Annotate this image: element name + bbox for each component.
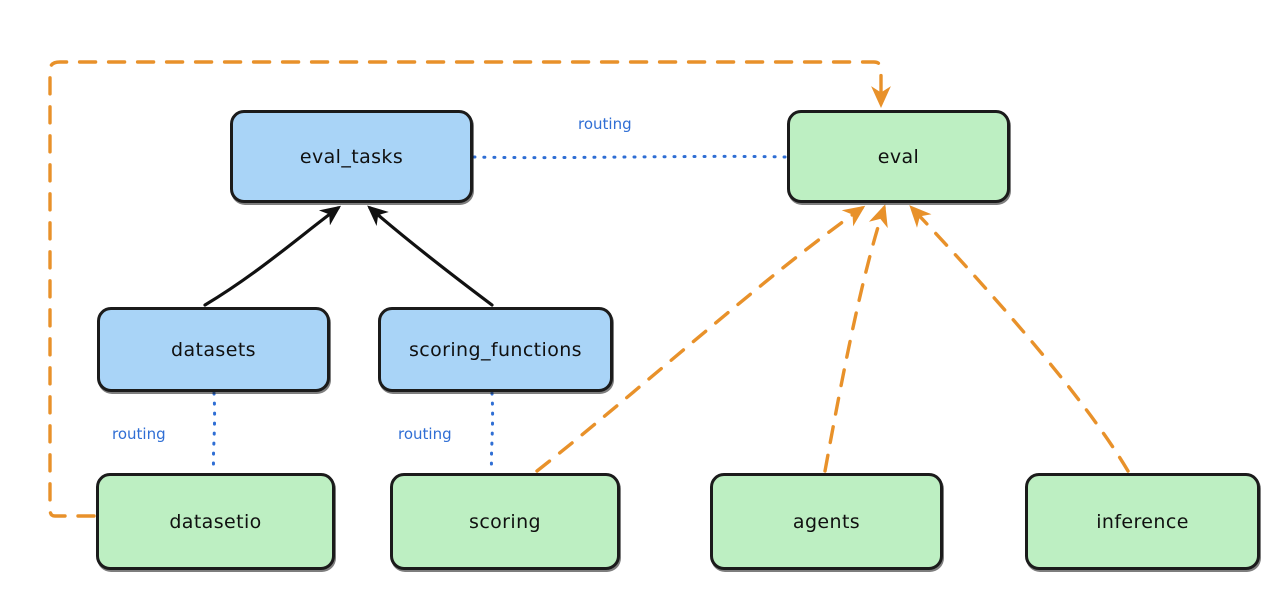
node-eval[interactable]: eval [787, 110, 1010, 203]
edge-datasetio-to-eval [48, 60, 891, 518]
node-inference[interactable]: inference [1025, 473, 1260, 570]
node-label-datasetio: datasetio [169, 510, 262, 533]
edge-label-routing-datasetio: routing [112, 425, 166, 443]
edge-agents-to-eval [823, 204, 888, 473]
edge-label-routing-scoring: routing [398, 425, 452, 443]
node-label-agents: agents [792, 510, 861, 533]
node-label-inference: inference [1096, 510, 1189, 533]
node-datasets[interactable]: datasets [97, 307, 330, 392]
edge-scoring-functions-to-eval-tasks [367, 205, 494, 307]
node-scoring-functions[interactable]: scoring_functions [378, 307, 613, 392]
edge-scoring-functions-to-scoring [489, 391, 495, 474]
edge-scoring-to-eval [535, 205, 866, 473]
node-label-scoring: scoring [469, 510, 541, 533]
node-scoring[interactable]: scoring [390, 473, 620, 570]
node-label-datasets: datasets [171, 338, 256, 361]
node-datasetio[interactable]: datasetio [96, 473, 335, 570]
edge-inference-to-eval [909, 205, 1130, 473]
edge-datasets-to-eval-tasks [203, 205, 342, 307]
node-agents[interactable]: agents [710, 473, 943, 570]
edge-eval-tasks-to-eval [472, 154, 788, 160]
node-eval-tasks[interactable]: eval_tasks [230, 110, 473, 203]
node-label-eval-tasks: eval_tasks [299, 145, 404, 168]
edge-datasets-to-datasetio [211, 391, 217, 474]
edge-label-routing-eval: routing [578, 115, 632, 133]
node-label-eval: eval [877, 145, 920, 168]
node-label-scoring-functions: scoring_functions [409, 338, 582, 361]
